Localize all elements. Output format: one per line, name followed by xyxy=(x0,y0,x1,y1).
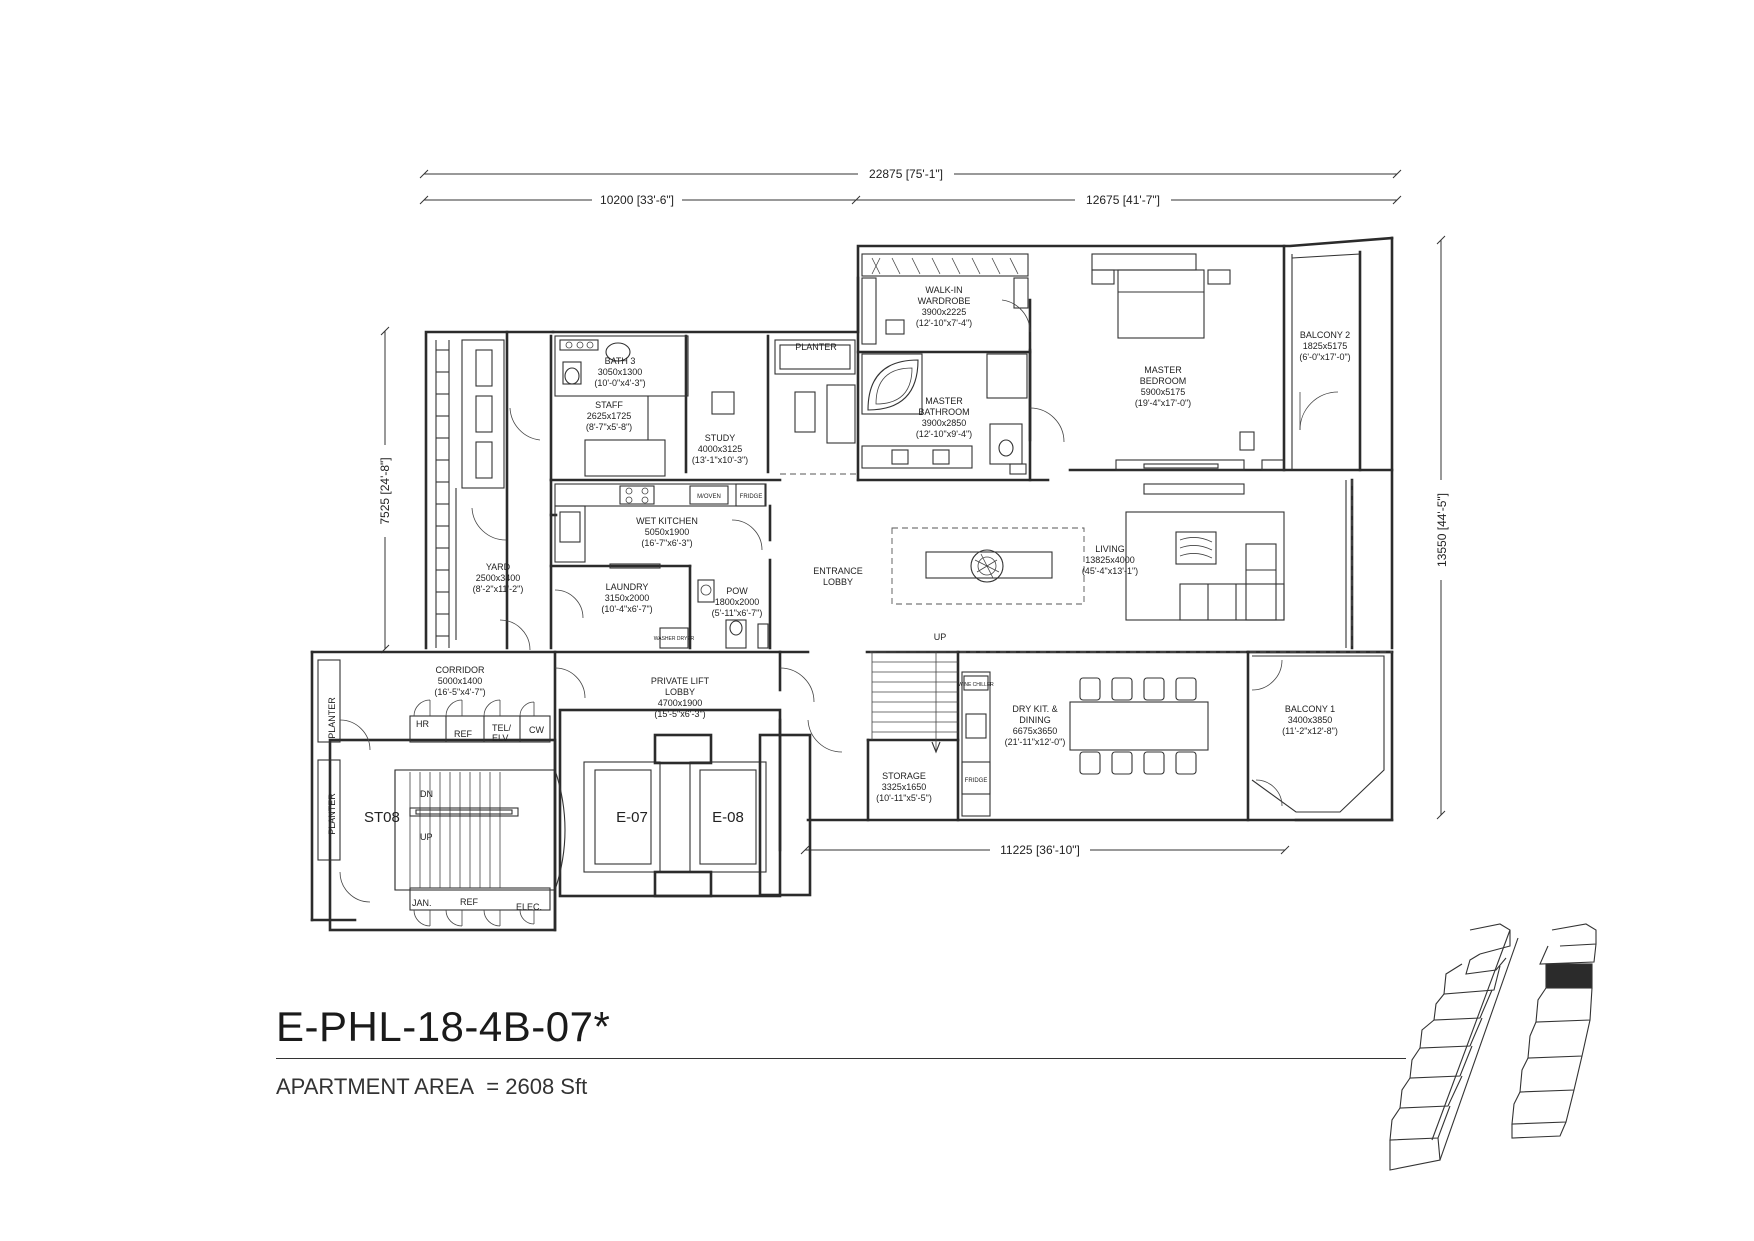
right-height-dimension: 13550 [44'-5"] xyxy=(1435,493,1449,567)
master-bath-name1: MASTER xyxy=(925,396,963,406)
main-stair-up-label: UP xyxy=(934,632,947,642)
balcony2-size: 1825x5175 xyxy=(1303,341,1348,351)
hose-reel-label: HR xyxy=(416,719,429,729)
master-bedroom-name2: BEDROOM xyxy=(1140,376,1187,386)
laundry-name: LAUNDRY xyxy=(606,582,649,592)
storage-name: STORAGE xyxy=(882,771,926,781)
planter-side-label-2: PLANTER xyxy=(327,793,337,835)
wine-chiller-label: WINE CHILLER xyxy=(958,682,994,688)
lift-lobby-name2: LOBBY xyxy=(665,687,695,697)
staff-imperial: (8'-7"x5'-8") xyxy=(586,422,632,432)
area-label: APARTMENT AREA xyxy=(276,1074,475,1099)
wet-kitchen-imperial: (16'-7"x6'-3") xyxy=(641,538,692,548)
study-name: STUDY xyxy=(705,433,736,443)
fridge-label-2: FRIDGE xyxy=(965,778,988,784)
entrance-name2: LOBBY xyxy=(823,577,853,587)
cw-label: CW xyxy=(529,725,544,735)
refuse-label-2: REF xyxy=(460,897,479,907)
balcony1-size: 3400x3850 xyxy=(1288,715,1333,725)
yard-size: 2500x3400 xyxy=(476,573,521,583)
dashed-openings xyxy=(780,473,1392,653)
staff-name: STAFF xyxy=(595,400,623,410)
corridor-imperial: (16'-5"x4'-7") xyxy=(434,687,485,697)
entrance-name1: ENTRANCE xyxy=(813,566,863,576)
dry-kitchen-name1: DRY KIT. & xyxy=(1012,704,1057,714)
living-name: LIVING xyxy=(1095,544,1125,554)
bath3-imperial: (10'-0"x4'-3") xyxy=(594,378,645,388)
master-bath-name2: BATHROOM xyxy=(918,407,969,417)
lift-lobby-name1: PRIVATE LIFT xyxy=(651,676,710,686)
dry-kitchen-imperial: (21'-11"x12'-0") xyxy=(1005,737,1066,747)
corridor-name: CORRIDOR xyxy=(436,665,485,675)
lift-lobby-imperial: (15'-5"x6'-3") xyxy=(654,709,705,719)
janitor-label: JAN. xyxy=(412,898,432,908)
area-value: = 2608 Sft xyxy=(486,1074,588,1099)
storage-imperial: (10'-11"x5'-5") xyxy=(876,793,932,803)
bath3-name: BATH 3 xyxy=(605,356,636,366)
unit-code-title: E-PHL-18-4B-07* xyxy=(276,1003,611,1050)
fridge-label-1: FRIDGE xyxy=(740,494,763,500)
balcony1-name: BALCONY 1 xyxy=(1285,704,1335,714)
furniture: M/OVEN FRIDGE WASHER DRYER xyxy=(317,253,1385,927)
master-bedroom-name1: MASTER xyxy=(1144,365,1182,375)
balcony2-imperial: (6'-0"x17'-0") xyxy=(1299,352,1350,362)
pow-name: POW xyxy=(726,586,748,596)
balcony1-imperial: (11'-2"x12'-8") xyxy=(1282,726,1338,736)
planter-side-label-1: PLANTER xyxy=(327,697,337,739)
bath3-size: 3050x1300 xyxy=(598,367,643,377)
right-width-dimension: 12675 [41'-7"] xyxy=(1086,193,1160,207)
stair-up-label: UP xyxy=(420,832,433,842)
dry-kitchen-size: 6675x3650 xyxy=(1013,726,1058,736)
washer-label: WASHER DRYER xyxy=(654,636,695,642)
planter-top-label: PLANTER xyxy=(795,342,837,352)
misc-labels: PLANTER PLANTER ST08 DN UP UP E-07 E-08 … xyxy=(327,632,946,912)
refuse-label-1: REF xyxy=(454,729,473,739)
lift-e07-label: E-07 xyxy=(616,809,648,826)
master-bath-imperial: (12'-10"x9'-4") xyxy=(916,429,972,439)
bottom-width-dimension: 11225 [36'-10"] xyxy=(1000,843,1080,857)
study-imperial: (13'-1"x10'-3") xyxy=(692,455,748,465)
storage-size: 3325x1650 xyxy=(882,782,927,792)
wet-kitchen-size: 5050x1900 xyxy=(645,527,690,537)
pow-imperial: (5'-11"x6'-7") xyxy=(712,608,763,618)
laundry-imperial: (10'-4"x6'-7") xyxy=(601,604,652,614)
yard-imperial: (8'-2"x11'-2") xyxy=(473,584,524,594)
balcony2-name: BALCONY 2 xyxy=(1300,330,1350,340)
master-bath-size: 3900x2850 xyxy=(922,418,967,428)
walkin-name2: WARDROBE xyxy=(918,296,971,306)
walkin-size: 3900x2225 xyxy=(922,307,967,317)
lift-lobby-size: 4700x1900 xyxy=(658,698,703,708)
apartment-area: APARTMENT AREA = 2608 Sft xyxy=(276,1074,587,1100)
yard-name: YARD xyxy=(486,562,511,572)
walls xyxy=(310,236,1394,932)
master-bedroom-size: 5900x5175 xyxy=(1141,387,1186,397)
living-size: 13825x4000 xyxy=(1085,555,1135,565)
room-labels: WALK-IN WARDROBE 3900x2225 (12'-10"x7'-4… xyxy=(434,285,1350,803)
dry-kitchen-name2: DINING xyxy=(1019,715,1051,725)
laundry-size: 3150x2000 xyxy=(605,593,650,603)
dimension-lines xyxy=(380,169,1446,855)
stair-label: ST08 xyxy=(364,809,400,826)
study-size: 4000x3125 xyxy=(698,444,743,454)
overall-width-dimension: 22875 [75'-1"] xyxy=(869,167,943,181)
oven-label: M/OVEN xyxy=(697,494,721,500)
master-bedroom-imperial: (19'-4"x17'-0") xyxy=(1135,398,1191,408)
lift-e08-label: E-08 xyxy=(712,809,744,826)
stair-down-label: DN xyxy=(420,789,433,799)
corridor-size: 5000x1400 xyxy=(438,676,483,686)
staff-size: 2625x1725 xyxy=(587,411,632,421)
tel-label: TEL/ xyxy=(492,723,512,733)
pow-size: 1800x2000 xyxy=(715,597,760,607)
left-height-dimension: 7525 [24'-8"] xyxy=(378,457,392,524)
wet-kitchen-name: WET KITCHEN xyxy=(636,516,698,526)
title-divider xyxy=(276,1058,1406,1059)
walkin-imperial: (12'-10"x7'-4") xyxy=(916,318,972,328)
walkin-name1: WALK-IN xyxy=(925,285,962,295)
elec-label: ELEC. xyxy=(516,902,542,912)
elv-label: ELV xyxy=(492,733,508,743)
left-width-dimension: 10200 [33'-6"] xyxy=(600,193,674,207)
living-imperial: (45'-4"x13'-1") xyxy=(1082,566,1138,576)
key-plan xyxy=(1389,923,1597,1171)
